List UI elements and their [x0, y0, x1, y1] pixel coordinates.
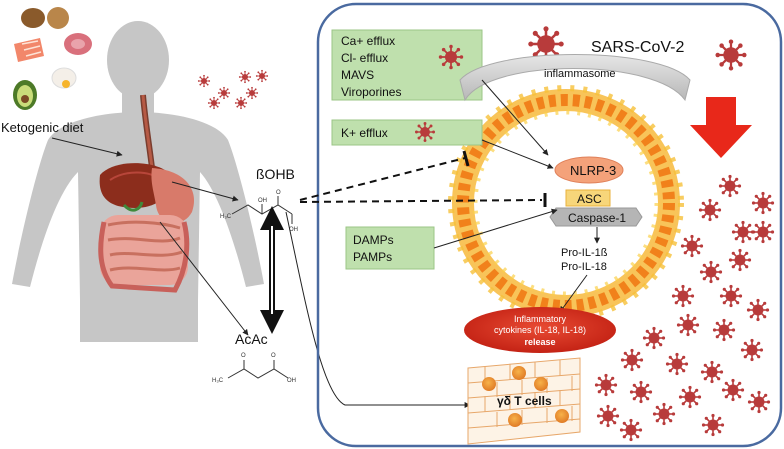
- cytokines-line3: release: [524, 337, 555, 347]
- cell-panel: [316, 2, 783, 448]
- k-efflux-box: [331, 119, 483, 146]
- inhibition-icon: [462, 150, 470, 167]
- virus-icon: [712, 318, 736, 342]
- virus-icon: [238, 70, 252, 84]
- virus-icon: [746, 298, 770, 322]
- acac-label: AcAc: [235, 331, 268, 347]
- cell-wall-icon: [467, 357, 581, 445]
- down-arrow-icon: [690, 97, 752, 158]
- virus-icon: [671, 284, 695, 308]
- virus-icon: [197, 74, 211, 88]
- virus-icon: [245, 86, 259, 100]
- virus-cluster-small: [197, 69, 269, 110]
- efflux-item: Ca+ efflux: [341, 34, 395, 48]
- virus-icon: [234, 96, 248, 110]
- damps-box: [345, 226, 435, 270]
- intestines-icon: [98, 215, 190, 293]
- virus-icon: [678, 385, 702, 409]
- virus-icon: [740, 338, 764, 362]
- pro-il-18: Pro-IL-18: [561, 261, 607, 273]
- acac-ch3: H₃C: [212, 378, 224, 384]
- efflux-item: MAVS: [341, 68, 374, 82]
- tcells-label: γδ T cells: [497, 394, 552, 408]
- bohb-label: ßOHB: [256, 166, 295, 182]
- k-efflux-label: K+ efflux: [341, 126, 388, 140]
- bohb-ch3: H₃C: [220, 214, 232, 220]
- cytokines-node: [464, 307, 616, 353]
- diet-label: Ketogenic diet: [1, 120, 84, 135]
- cytokines-line2: cytokines (IL-18, IL-18): [494, 325, 586, 335]
- walnut-icon: [47, 7, 69, 29]
- virus-icon: [714, 38, 748, 72]
- virus-icon: [700, 360, 724, 384]
- salmon-icon: [14, 38, 44, 62]
- flame-ring-icon: [448, 85, 684, 321]
- nlrp3-node: [554, 156, 624, 184]
- virus-icon: [728, 248, 752, 272]
- virus-icon: [665, 352, 689, 376]
- cytokines-line1: Inflammatory: [514, 314, 567, 324]
- caspase-label: Caspase-1: [568, 211, 626, 225]
- bohb-oh: OH: [289, 227, 298, 233]
- virus-icon: [629, 380, 653, 404]
- virus-icon: [699, 260, 723, 284]
- virus-icon: [652, 402, 676, 426]
- inhibition-line: [299, 157, 466, 201]
- virus-icon: [619, 418, 643, 442]
- inflammasome-label: inflammasome: [544, 68, 616, 80]
- nlrp3-label: NLRP-3: [570, 163, 616, 178]
- virus-icon: [437, 43, 465, 71]
- asc-label: ASC: [577, 192, 602, 206]
- food-icons: [13, 7, 92, 110]
- virus-icon: [217, 86, 231, 100]
- asc-node: [565, 189, 611, 207]
- acac-oh: OH: [287, 378, 296, 384]
- efflux-item: Cl- efflux: [341, 51, 388, 65]
- virus-title: SARS-CoV-2: [591, 39, 684, 56]
- virus-icon: [751, 191, 775, 215]
- virus-icon: [747, 390, 771, 414]
- caspase-node: [549, 207, 643, 227]
- acac-o2: O: [271, 353, 276, 359]
- virus-icon: [207, 96, 221, 110]
- acac-structure: [227, 360, 289, 379]
- efflux-item: Viroporines: [341, 85, 401, 99]
- stomach-icon: [151, 168, 195, 224]
- virus-icon: [255, 69, 269, 83]
- virus-icon: [414, 121, 436, 143]
- bohb-oh-top: OH: [258, 198, 267, 204]
- pro-il-1b: Pro-IL-1ß: [561, 247, 608, 259]
- pamps-label: PAMPs: [353, 250, 392, 264]
- bohb-o: O: [276, 190, 281, 196]
- virus-icon: [731, 220, 755, 244]
- damps-label: DAMPs: [353, 233, 394, 247]
- virus-icon: [676, 313, 700, 337]
- virus-icon: [596, 404, 620, 428]
- virus-icon: [701, 413, 725, 437]
- egg-icon: [51, 67, 77, 89]
- virus-icon: [721, 378, 745, 402]
- virus-icon: [594, 373, 618, 397]
- virus-icon: [620, 348, 644, 372]
- acac-o1: O: [241, 353, 246, 359]
- virus-icon: [718, 174, 742, 198]
- inhibition-line: [299, 199, 543, 203]
- virus-icon: [680, 234, 704, 258]
- inflammasome-arc: [459, 54, 691, 102]
- virus-icon: [751, 220, 775, 244]
- virus-icon: [698, 198, 722, 222]
- nut-icon: [21, 8, 45, 28]
- virus-icon: [642, 326, 666, 350]
- virus-icon: [719, 284, 743, 308]
